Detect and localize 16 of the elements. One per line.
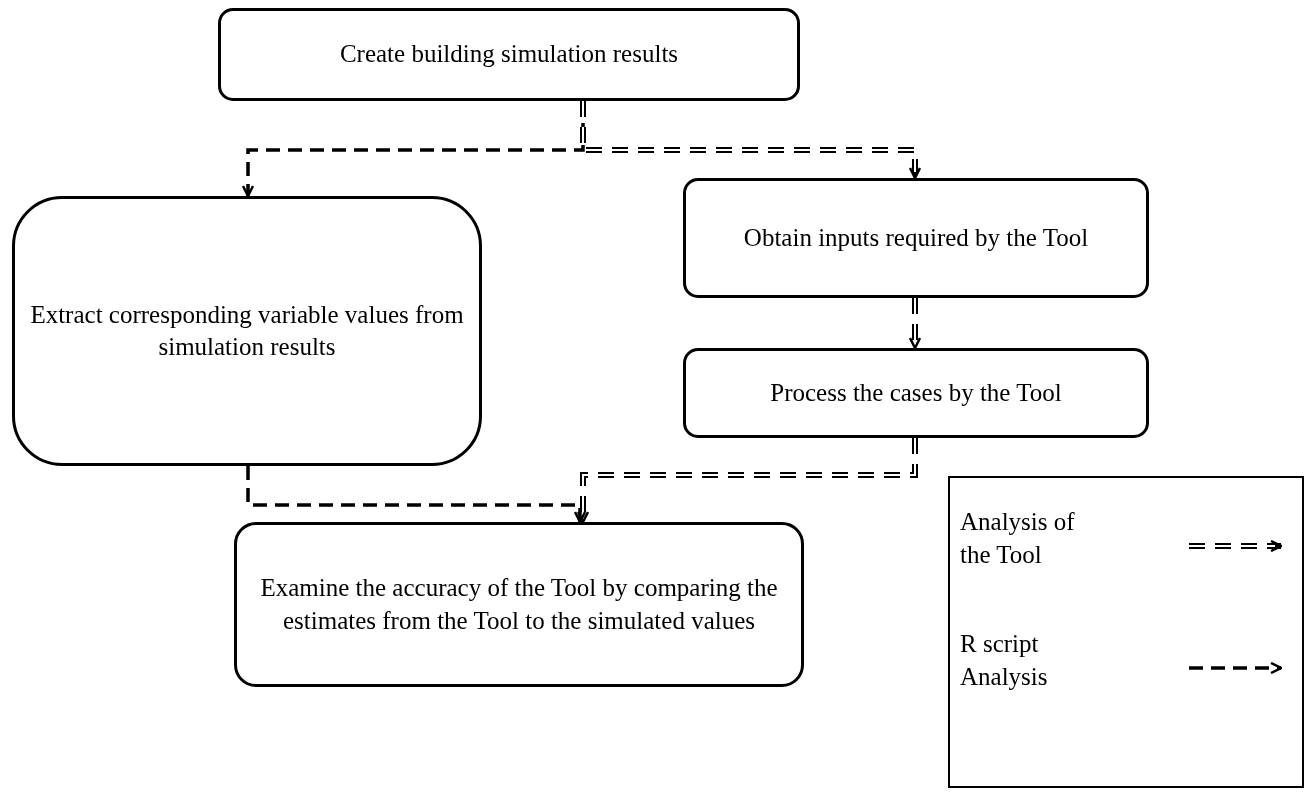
process-box xyxy=(683,348,1149,438)
box-text: Extract corresponding variable values from simulation results xyxy=(29,299,465,362)
legend-label: Analysis of the Tool xyxy=(960,507,1076,570)
process-box xyxy=(12,196,482,466)
process-box xyxy=(234,522,804,687)
box-text: Obtain inputs required by the Tool xyxy=(743,222,1089,253)
process-box xyxy=(683,178,1149,298)
box-text: Process the cases by the Tool xyxy=(770,377,1062,408)
process-box xyxy=(218,8,800,101)
arrow xyxy=(580,101,922,180)
box-text: Create building simulation results xyxy=(339,39,679,70)
arrow xyxy=(576,438,918,524)
arrow xyxy=(908,298,922,350)
box-text: Examine the accuracy of the Tool by comparing the estimates from the Tool to the simulated values xyxy=(259,573,779,636)
arrow xyxy=(246,466,587,524)
legend-label: R script Analysis xyxy=(960,629,1049,692)
